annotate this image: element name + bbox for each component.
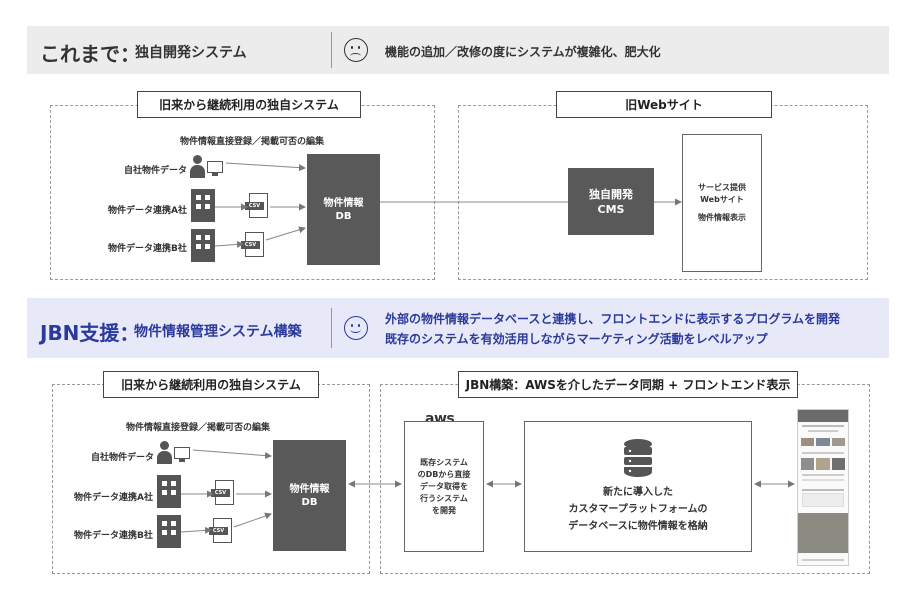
- new-source-own: 自社物件データ: [91, 453, 155, 463]
- legacy-banner-description: 機能の追加／改修の度にシステムが複雑化、肥大化: [385, 45, 661, 59]
- sad-face-icon: [344, 38, 368, 62]
- jbn-banner-title: JBN支援：: [40, 321, 140, 345]
- csv-a-icon: CSV: [245, 193, 268, 218]
- banner-divider: [331, 32, 332, 68]
- jbn-system-header: JBN構築：AWSを介したデータ同期 + フロントエンド表示: [458, 371, 798, 398]
- new-property-db: 物件情報 DB: [273, 440, 346, 551]
- old-edit-note: 物件情報直接登録／掲載可否の編集: [180, 137, 325, 147]
- old-cms-box: 独自開発 CMS: [568, 168, 654, 235]
- building-b-icon: [191, 229, 215, 262]
- cdp-database-box: 新たに導入した カスタマープラットフォームの データベースに物件情報を格納: [524, 421, 752, 552]
- csv-b-icon: CSV: [209, 518, 232, 543]
- old-source-b: 物件データ連携B社: [108, 244, 187, 254]
- legacy-banner: [27, 26, 889, 74]
- csv-a-icon: CSV: [211, 480, 234, 505]
- jbn-banner: [27, 298, 889, 358]
- building-a-icon: [191, 189, 215, 222]
- legacy-banner-title: これまで：: [40, 42, 140, 66]
- old-property-db: 物件情報 DB: [307, 154, 380, 265]
- building-a-icon: [157, 475, 181, 508]
- new-legacy-system-header: 旧来から継続利用の独自システム: [103, 371, 319, 398]
- old-website-region: [458, 105, 868, 280]
- old-website-box: サービス提供 Webサイト 物件情報表示: [682, 134, 762, 272]
- legacy-banner-subtitle: 独自開発システム: [135, 45, 247, 61]
- jbn-banner-subtitle: 物件情報管理システム構築: [134, 324, 302, 340]
- new-source-b: 物件データ連携B社: [74, 531, 153, 541]
- database-icon: [624, 439, 652, 477]
- old-website-header: 旧Webサイト: [556, 91, 772, 118]
- person-computer-icon: [157, 441, 193, 467]
- new-edit-note: 物件情報直接登録／掲載可否の編集: [126, 423, 271, 433]
- website-preview-image: [797, 409, 849, 566]
- aws-sync-box: 既存システム のDBから直接 データ取得を 行うシステム を開発: [404, 421, 484, 552]
- old-source-a: 物件データ連携A社: [108, 206, 187, 216]
- building-b-icon: [157, 515, 181, 548]
- old-legacy-system-header: 旧来から継続利用の独自システム: [137, 91, 361, 118]
- person-computer-icon: [190, 155, 226, 181]
- jbn-banner-description-1: 外部の物件情報データベースと連携し、フロントエンドに表示するプログラムを開発: [385, 312, 841, 326]
- jbn-banner-description-2: 既存のシステムを有効活用しながらマーケティング活動をレベルアップ: [385, 332, 768, 346]
- old-source-own: 自社物件データ: [124, 166, 188, 176]
- banner-divider: [331, 308, 332, 348]
- csv-b-icon: CSV: [241, 232, 264, 257]
- new-source-a: 物件データ連携A社: [74, 493, 153, 503]
- smile-face-icon: [344, 316, 368, 340]
